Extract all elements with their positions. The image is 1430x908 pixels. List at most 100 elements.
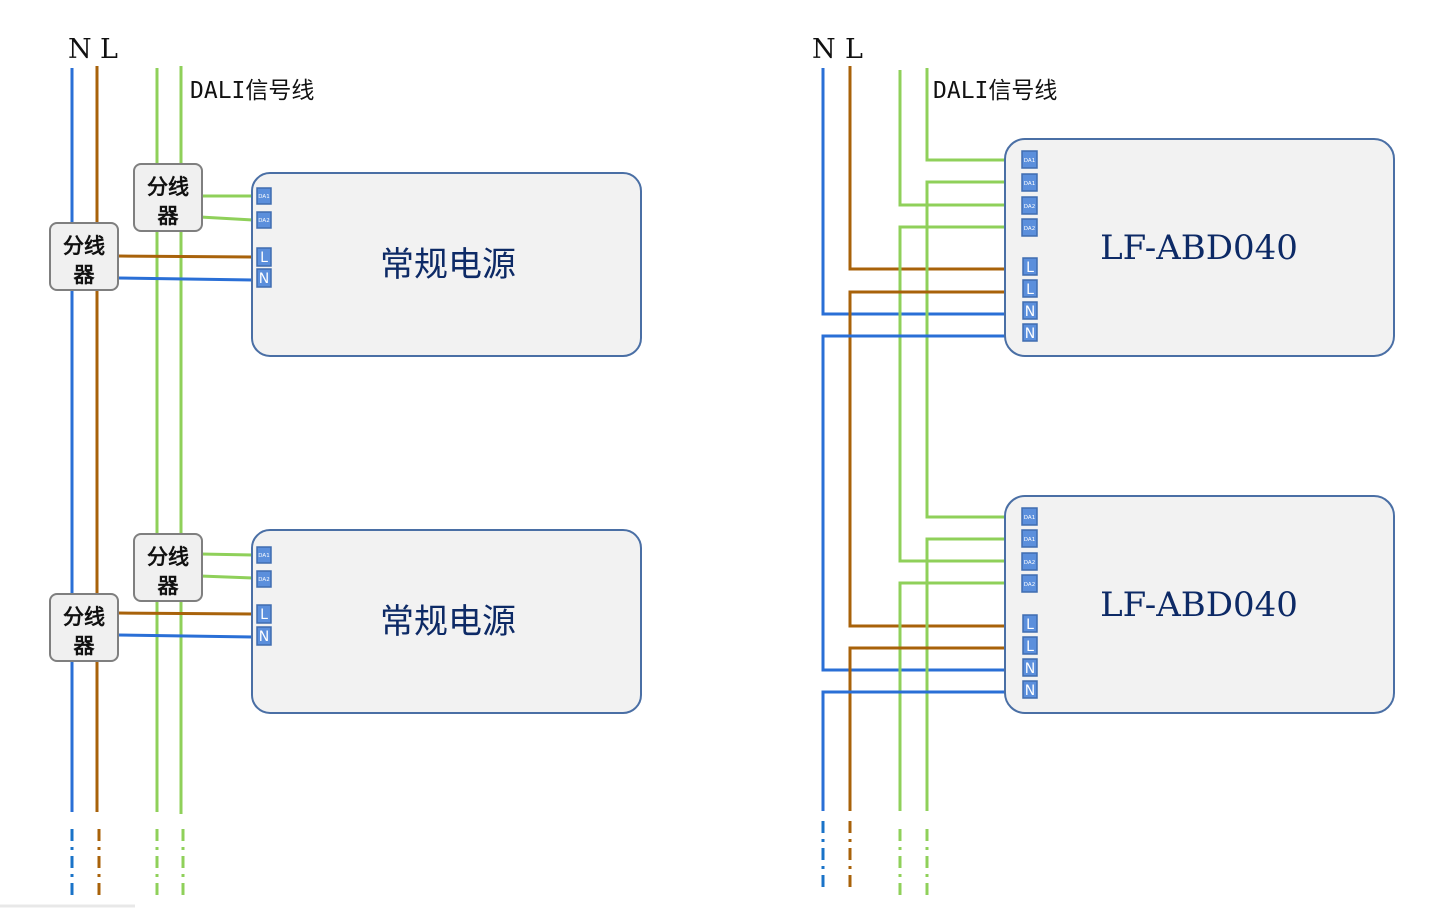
svg-text:L: L <box>1026 260 1034 276</box>
svg-text:器: 器 <box>157 574 180 598</box>
terminal-da1: DA1 <box>256 546 272 564</box>
svg-text:N: N <box>259 271 269 287</box>
svg-text:DA1: DA1 <box>1024 158 1035 164</box>
dali-driver-title: LF-ABD040 <box>1100 585 1298 625</box>
svg-text:DA1: DA1 <box>1024 515 1035 521</box>
terminal-da2: DA2 <box>1021 552 1038 571</box>
dali-loop-wire <box>898 225 1006 563</box>
svg-text:DA1: DA1 <box>1024 181 1035 187</box>
live-out-wire <box>848 646 1006 811</box>
svg-text:L: L <box>260 250 268 266</box>
power-supply-title: 常规电源 <box>380 245 516 285</box>
dali-signal-label: DALI信号线 <box>933 78 1057 104</box>
dali-out-wire <box>925 537 1006 811</box>
svg-text:N: N <box>1025 304 1035 320</box>
svg-text:DA2: DA2 <box>1024 226 1035 232</box>
neutral-label: N <box>812 34 836 65</box>
dali-splitter: 分线 器 <box>133 163 203 232</box>
dali-loop-wire <box>925 180 1006 519</box>
live-label: L <box>100 34 118 65</box>
dali-driver-title: LF-ABD040 <box>1100 228 1298 268</box>
dali-driver-box <box>1004 495 1395 714</box>
left-diagram: N L DALI信号线 常规电源 DA1 DA2 <box>49 34 642 898</box>
neutral-out-wire <box>821 690 1006 811</box>
dali-signal-label: DALI信号线 <box>190 78 314 104</box>
svg-text:器: 器 <box>73 263 96 287</box>
terminal-l: L <box>1022 257 1038 276</box>
svg-text:L: L <box>1026 282 1034 298</box>
terminal-l: L <box>256 604 272 624</box>
terminal-da1: DA1 <box>1021 173 1038 192</box>
live-branch-wire <box>117 611 254 616</box>
svg-text:DA2: DA2 <box>1024 582 1035 588</box>
neutral-label: N <box>68 34 92 65</box>
svg-text:N: N <box>259 629 269 645</box>
power-splitter: 分线 器 <box>49 222 119 291</box>
dali-branch-wire <box>199 215 254 222</box>
terminal-da2: DA2 <box>256 570 272 588</box>
dali-branch-wire <box>199 552 254 557</box>
dali-out-wire <box>898 581 1006 811</box>
svg-text:器: 器 <box>73 634 96 658</box>
dali-wire-in <box>925 68 1006 162</box>
svg-text:N: N <box>1025 326 1035 342</box>
svg-text:DA2: DA2 <box>258 577 269 583</box>
svg-text:分线: 分线 <box>147 175 189 199</box>
neutral-loop-wire <box>821 334 1006 672</box>
terminal-n: N <box>1022 658 1038 677</box>
neutral-branch-wire <box>117 276 254 282</box>
svg-text:DA2: DA2 <box>258 218 269 224</box>
dali-driver-box <box>1004 138 1395 357</box>
terminal-da2: DA2 <box>256 211 272 229</box>
terminal-l: L <box>256 247 272 267</box>
svg-text:DA2: DA2 <box>1024 560 1035 566</box>
svg-text:N: N <box>1025 661 1035 677</box>
terminal-n: N <box>256 626 272 646</box>
terminal-da1: DA1 <box>1021 529 1038 548</box>
terminal-n: N <box>1022 680 1038 699</box>
terminal-da1: DA1 <box>1021 150 1038 169</box>
dali-branch-wire <box>199 574 254 580</box>
power-supply-unit-2: 常规电源 DA1 DA2 L N 分线 器 <box>49 529 642 714</box>
power-supply-box <box>251 529 642 714</box>
dali-wire-in <box>898 70 1006 207</box>
svg-text:分线: 分线 <box>63 605 105 629</box>
live-wire-in <box>848 66 1006 271</box>
dali-splitter: 分线 器 <box>133 533 203 602</box>
power-supply-unit-1: 常规电源 DA1 DA2 L N 分线 器 <box>49 163 642 357</box>
neutral-wire-in <box>821 68 1006 316</box>
live-branch-wire <box>117 254 254 259</box>
terminal-da2: DA2 <box>1021 196 1038 215</box>
terminal-n: N <box>256 268 272 288</box>
terminal-da1: DA1 <box>1021 507 1038 526</box>
terminal-n: N <box>1022 301 1038 320</box>
svg-text:N: N <box>1025 683 1035 699</box>
svg-text:DA1: DA1 <box>1024 537 1035 543</box>
svg-text:L: L <box>260 607 268 623</box>
terminal-n: N <box>1022 323 1038 342</box>
live-label: L <box>845 34 863 65</box>
svg-text:L: L <box>1026 617 1034 633</box>
power-splitter: 分线 器 <box>49 593 119 662</box>
terminal-da2: DA2 <box>1021 574 1038 593</box>
svg-text:DA1: DA1 <box>258 194 269 200</box>
terminal-da1: DA1 <box>256 187 272 205</box>
svg-text:DA1: DA1 <box>258 553 269 559</box>
terminal-l: L <box>1022 636 1038 655</box>
terminal-l: L <box>1022 279 1038 298</box>
terminal-da2: DA2 <box>1021 218 1038 237</box>
power-supply-title: 常规电源 <box>380 602 516 642</box>
neutral-branch-wire <box>117 633 254 639</box>
power-supply-box <box>251 172 642 357</box>
svg-text:DA2: DA2 <box>1024 204 1035 210</box>
terminal-l: L <box>1022 614 1038 633</box>
svg-text:分线: 分线 <box>63 234 105 258</box>
svg-text:器: 器 <box>157 204 180 228</box>
svg-text:L: L <box>1026 639 1034 655</box>
